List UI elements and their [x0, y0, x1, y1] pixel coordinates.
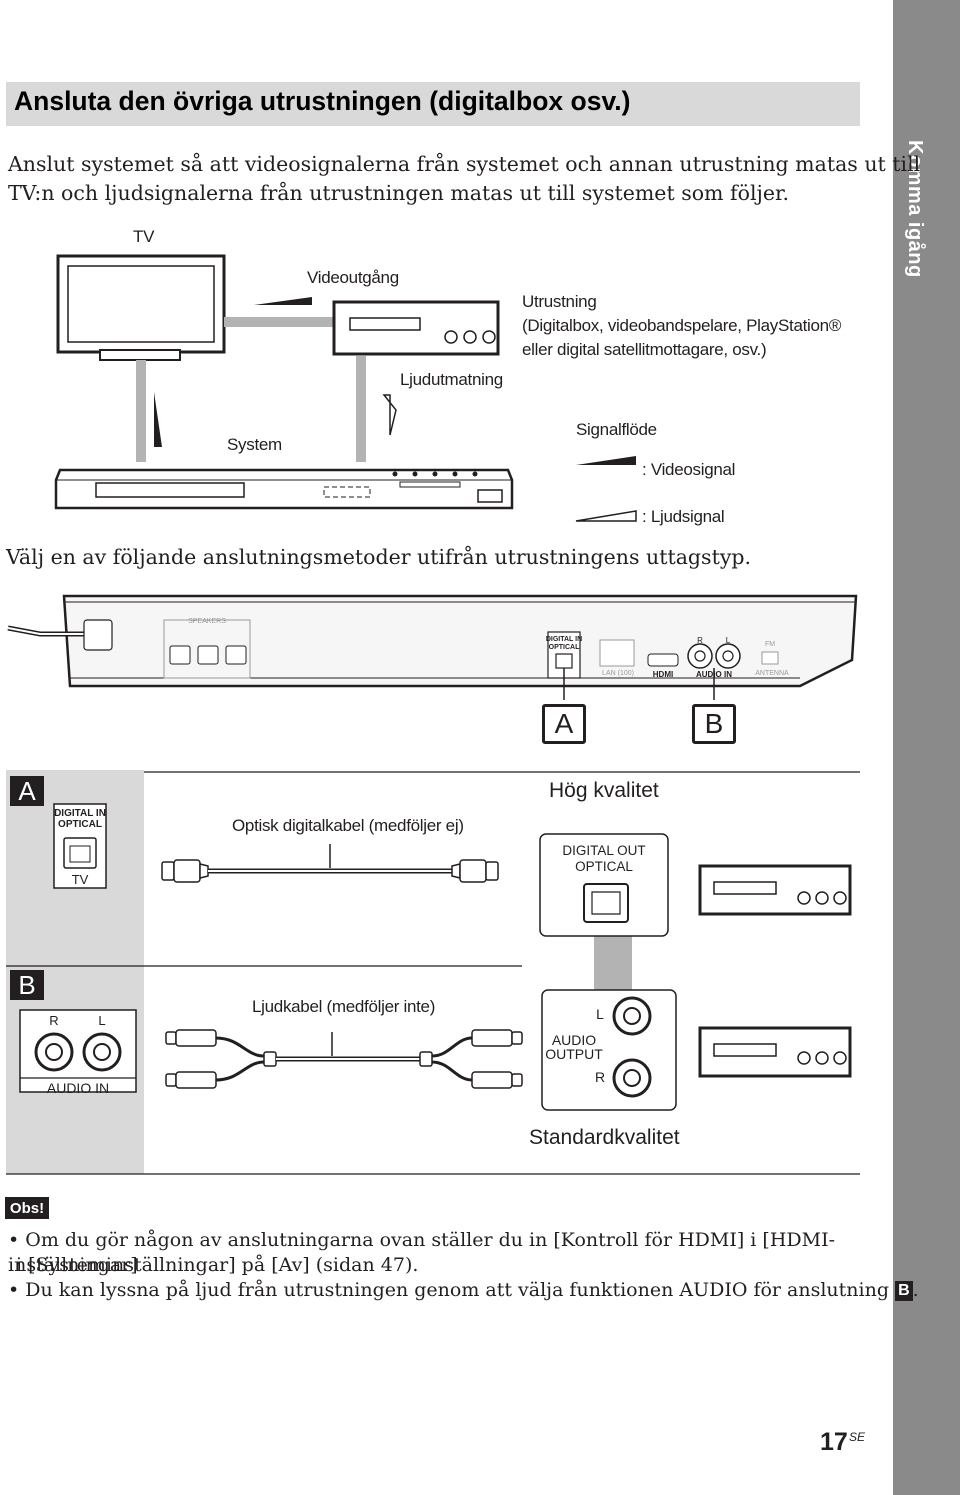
panel-r-label: R: [697, 636, 703, 645]
panel-hdmi-label: HDMI: [652, 670, 674, 679]
optical-cable-label: Optisk digitalkabel (medföljer ej): [232, 816, 464, 835]
b-jack-r: R: [49, 1013, 59, 1028]
b-out-l: L: [596, 1006, 604, 1022]
b-jack-footer: AUDIO IN: [46, 1080, 110, 1096]
equipment-line-2: (Digitalbox, videobandspelare, PlayStati…: [522, 316, 842, 335]
panel-audio-in-label: AUDIO IN: [696, 670, 732, 679]
intro-line-1: Anslut systemet så att videosignalerna f…: [8, 152, 921, 176]
down-arrow-icon: [382, 394, 397, 436]
a-out-label-1: DIGITAL OUT: [562, 843, 646, 858]
page-heading: Ansluta den övriga utrustningen (digital…: [14, 86, 631, 116]
tv-label: TV: [133, 227, 155, 246]
badge-b: B: [692, 704, 736, 744]
system-illustration: [54, 468, 514, 510]
rear-panel: [7, 594, 858, 700]
high-quality-label: Hög kvalitet: [549, 779, 659, 802]
up-arrow-icon: [154, 392, 162, 447]
panel-optical-label: OPTICAL: [548, 644, 580, 651]
a-jack-title-1: DIGITAL IN: [54, 808, 106, 819]
tv-illustration: [56, 254, 226, 361]
a-out-label-2: OPTICAL: [575, 859, 633, 874]
heading-bar: [6, 82, 860, 126]
note-2-text: Du kan lyssna på ljud från utrustningen …: [25, 1279, 890, 1301]
note-1-line-2: i [Systeminställningar] på [Av] (sidan 4…: [16, 1254, 419, 1276]
signal-flow-title: Signalflöde: [576, 420, 657, 439]
page-number: 17: [820, 1428, 848, 1456]
legend-video-arrow-icon: [576, 456, 636, 465]
a-jack-footer: TV: [71, 872, 89, 887]
audio-signal-label: : Ljudsignal: [642, 507, 725, 526]
panel-fm-label: FM: [764, 641, 776, 648]
page-suffix: SE: [849, 1430, 866, 1444]
equipment-b-illustration: [698, 1026, 852, 1078]
panel-l-label: L: [725, 636, 731, 645]
system-label: System: [227, 435, 282, 454]
b-out-output: OUTPUT: [545, 1046, 603, 1062]
connection-diagram: [6, 770, 860, 1175]
legend-audio-arrow-icon: [575, 510, 637, 522]
panel-antenna-label: ANTENNA: [755, 670, 789, 677]
overview-diagram: [54, 254, 637, 522]
video-out-label: Videoutgång: [307, 268, 399, 287]
note-1-line-1: Om du gör någon av anslutningarna ovan s…: [8, 1229, 836, 1276]
intro-line-2: TV:n och ljudsignalerna från utrustninge…: [8, 181, 790, 205]
audio-feed-label: Ljudutmatning: [400, 370, 503, 389]
b-jack-l: L: [98, 1013, 106, 1028]
side-tab-label: Komma igång: [904, 140, 926, 278]
bullet-dot: •: [8, 1229, 26, 1251]
audio-cable-illustration: [165, 1029, 523, 1089]
section-a-letter: A: [10, 776, 44, 806]
equipment-a-illustration: [698, 864, 852, 916]
side-tab: [893, 0, 960, 1495]
a-jack-title-2: OPTICAL: [58, 819, 102, 830]
speakers-label: SPEAKERS: [188, 618, 226, 625]
note-2-end: .: [912, 1279, 919, 1301]
equipment-title: Utrustning: [522, 292, 597, 311]
video-signal-label: : Videosignal: [642, 460, 736, 479]
equipment-line-3: eller digital satellitmottagare, osv.): [522, 340, 767, 359]
standard-quality-label: Standardkvalitet: [529, 1126, 680, 1149]
choose-method-text: Välj en av följande anslutningsmetoder u…: [6, 545, 752, 569]
video-arrow-icon: [254, 297, 312, 305]
audio-cable-label: Ljudkabel (medföljer inte): [252, 997, 436, 1016]
note-bullet-2: • Du kan lyssna på ljud från utrustninge…: [8, 1278, 919, 1303]
panel-lan-label: LAN (100): [602, 670, 634, 677]
note-badge: Obs!: [5, 1197, 49, 1219]
b-out-audio: AUDIO: [551, 1032, 597, 1048]
b-out-r: R: [594, 1069, 606, 1085]
section-b-letter: B: [10, 970, 44, 1000]
bullet-dot: •: [8, 1279, 26, 1301]
panel-digital-in-label: DIGITAL IN: [545, 636, 583, 643]
note-bullet-1: • Om du gör någon av anslutningarna ovan…: [8, 1228, 960, 1278]
equipment-illustration: [332, 300, 500, 356]
badge-a: A: [542, 704, 586, 744]
optical-cable-illustration: [161, 844, 499, 883]
note-2-ref-badge: B: [895, 1281, 913, 1301]
